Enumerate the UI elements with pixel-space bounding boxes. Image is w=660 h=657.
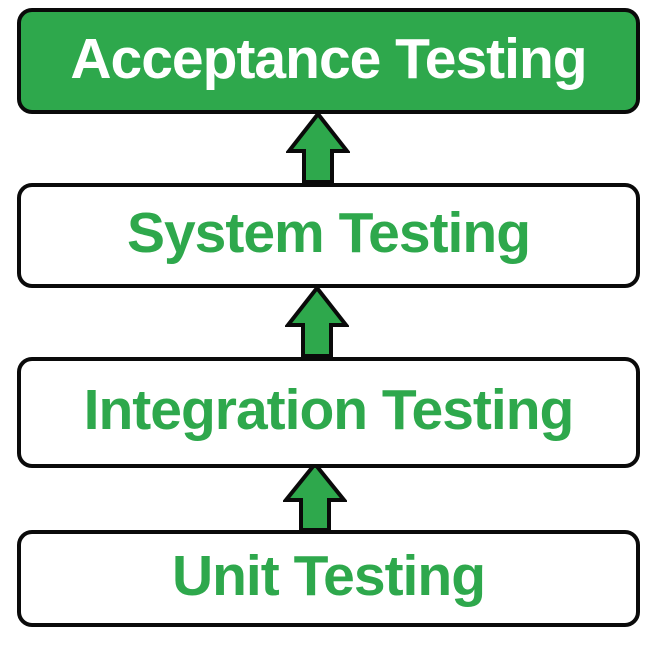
- level-label-acceptance-testing: Acceptance Testing: [70, 26, 587, 91]
- up-arrow-icon: [286, 112, 350, 184]
- level-box-integration-testing: Integration Testing: [17, 357, 640, 468]
- level-box-system-testing: System Testing: [17, 183, 640, 288]
- up-arrow-icon: [283, 462, 347, 532]
- up-arrow-icon: [285, 286, 349, 358]
- level-label-unit-testing: Unit Testing: [171, 544, 486, 608]
- level-label-integration-testing: Integration Testing: [83, 378, 575, 442]
- level-box-unit-testing: Unit Testing: [17, 530, 640, 627]
- level-box-acceptance-testing: Acceptance Testing: [17, 8, 640, 114]
- level-label-system-testing: System Testing: [126, 201, 531, 265]
